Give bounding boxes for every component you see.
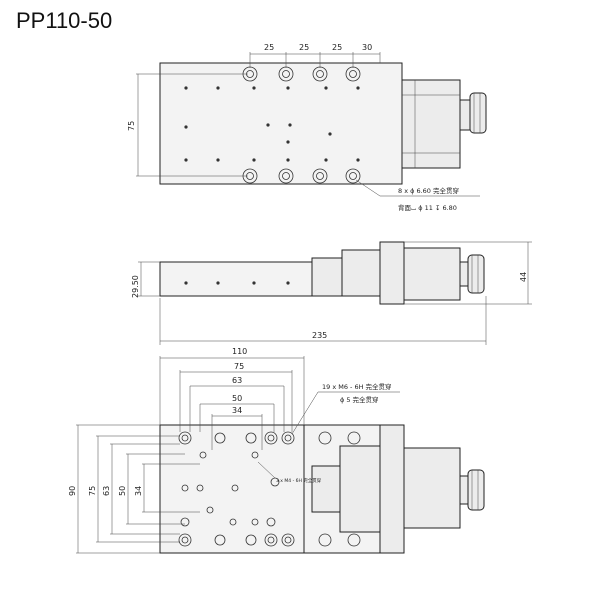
- top-view: 25 25 25 30 75 8 x ϕ 6.60 完全贯穿 背面⌴ ϕ 11 …: [127, 43, 487, 212]
- side-motor-flange: [379, 241, 405, 305]
- dim-side-29-50: 29.50: [131, 275, 140, 298]
- dim-top-25a: 25: [264, 43, 274, 52]
- top-hole-note-2: 背面⌴ ϕ 11 ↧ 6.80: [398, 203, 457, 212]
- bottom-holes: [178, 431, 361, 547]
- top-hole-note-1: 8 x ϕ 6.60 完全贯穿: [398, 186, 459, 195]
- side-knob: [467, 254, 485, 294]
- dim-bottom-v63: 63: [102, 486, 111, 496]
- dim-bottom-63: 63: [232, 376, 242, 385]
- dim-bottom-v34: 34: [134, 486, 143, 496]
- bottom-knob: [467, 469, 485, 511]
- dim-bottom-34: 34: [232, 406, 242, 415]
- dim-bottom-v50: 50: [118, 486, 127, 496]
- bottom-hole-note-2: ϕ 5 完全贯穿: [340, 395, 379, 404]
- side-stage-body: [159, 261, 313, 297]
- top-small-holes: [184, 86, 360, 162]
- dim-side-235: 235: [312, 331, 327, 340]
- dim-side-44: 44: [519, 272, 528, 282]
- dim-top-25b: 25: [299, 43, 309, 52]
- dim-bottom-90: 90: [68, 486, 77, 496]
- bottom-hole-note-1: 19 x M6 - 6H 完全贯穿: [322, 382, 392, 391]
- bottom-motor-flange: [379, 424, 405, 554]
- dim-top-30: 30: [362, 43, 372, 52]
- bottom-small-note: 3 x M4 - 6H 完全贯穿: [276, 477, 322, 484]
- dim-bottom-50: 50: [232, 394, 242, 403]
- side-view: 29.50 44 235: [131, 241, 532, 345]
- bottom-view: 110 75 63 50 34 90 75 63 50: [68, 347, 485, 554]
- dim-top-75: 75: [127, 121, 136, 131]
- dim-bottom-75: 75: [234, 362, 244, 371]
- dim-bottom-v75: 75: [88, 486, 97, 496]
- bottom-motor: [403, 447, 461, 529]
- page-title: PP110-50: [16, 8, 113, 33]
- dim-top-25c: 25: [332, 43, 342, 52]
- top-stage-body: [159, 62, 403, 185]
- top-knob: [469, 92, 487, 134]
- dim-bottom-110: 110: [232, 347, 247, 356]
- top-motor: [401, 79, 461, 169]
- side-motor: [403, 247, 461, 301]
